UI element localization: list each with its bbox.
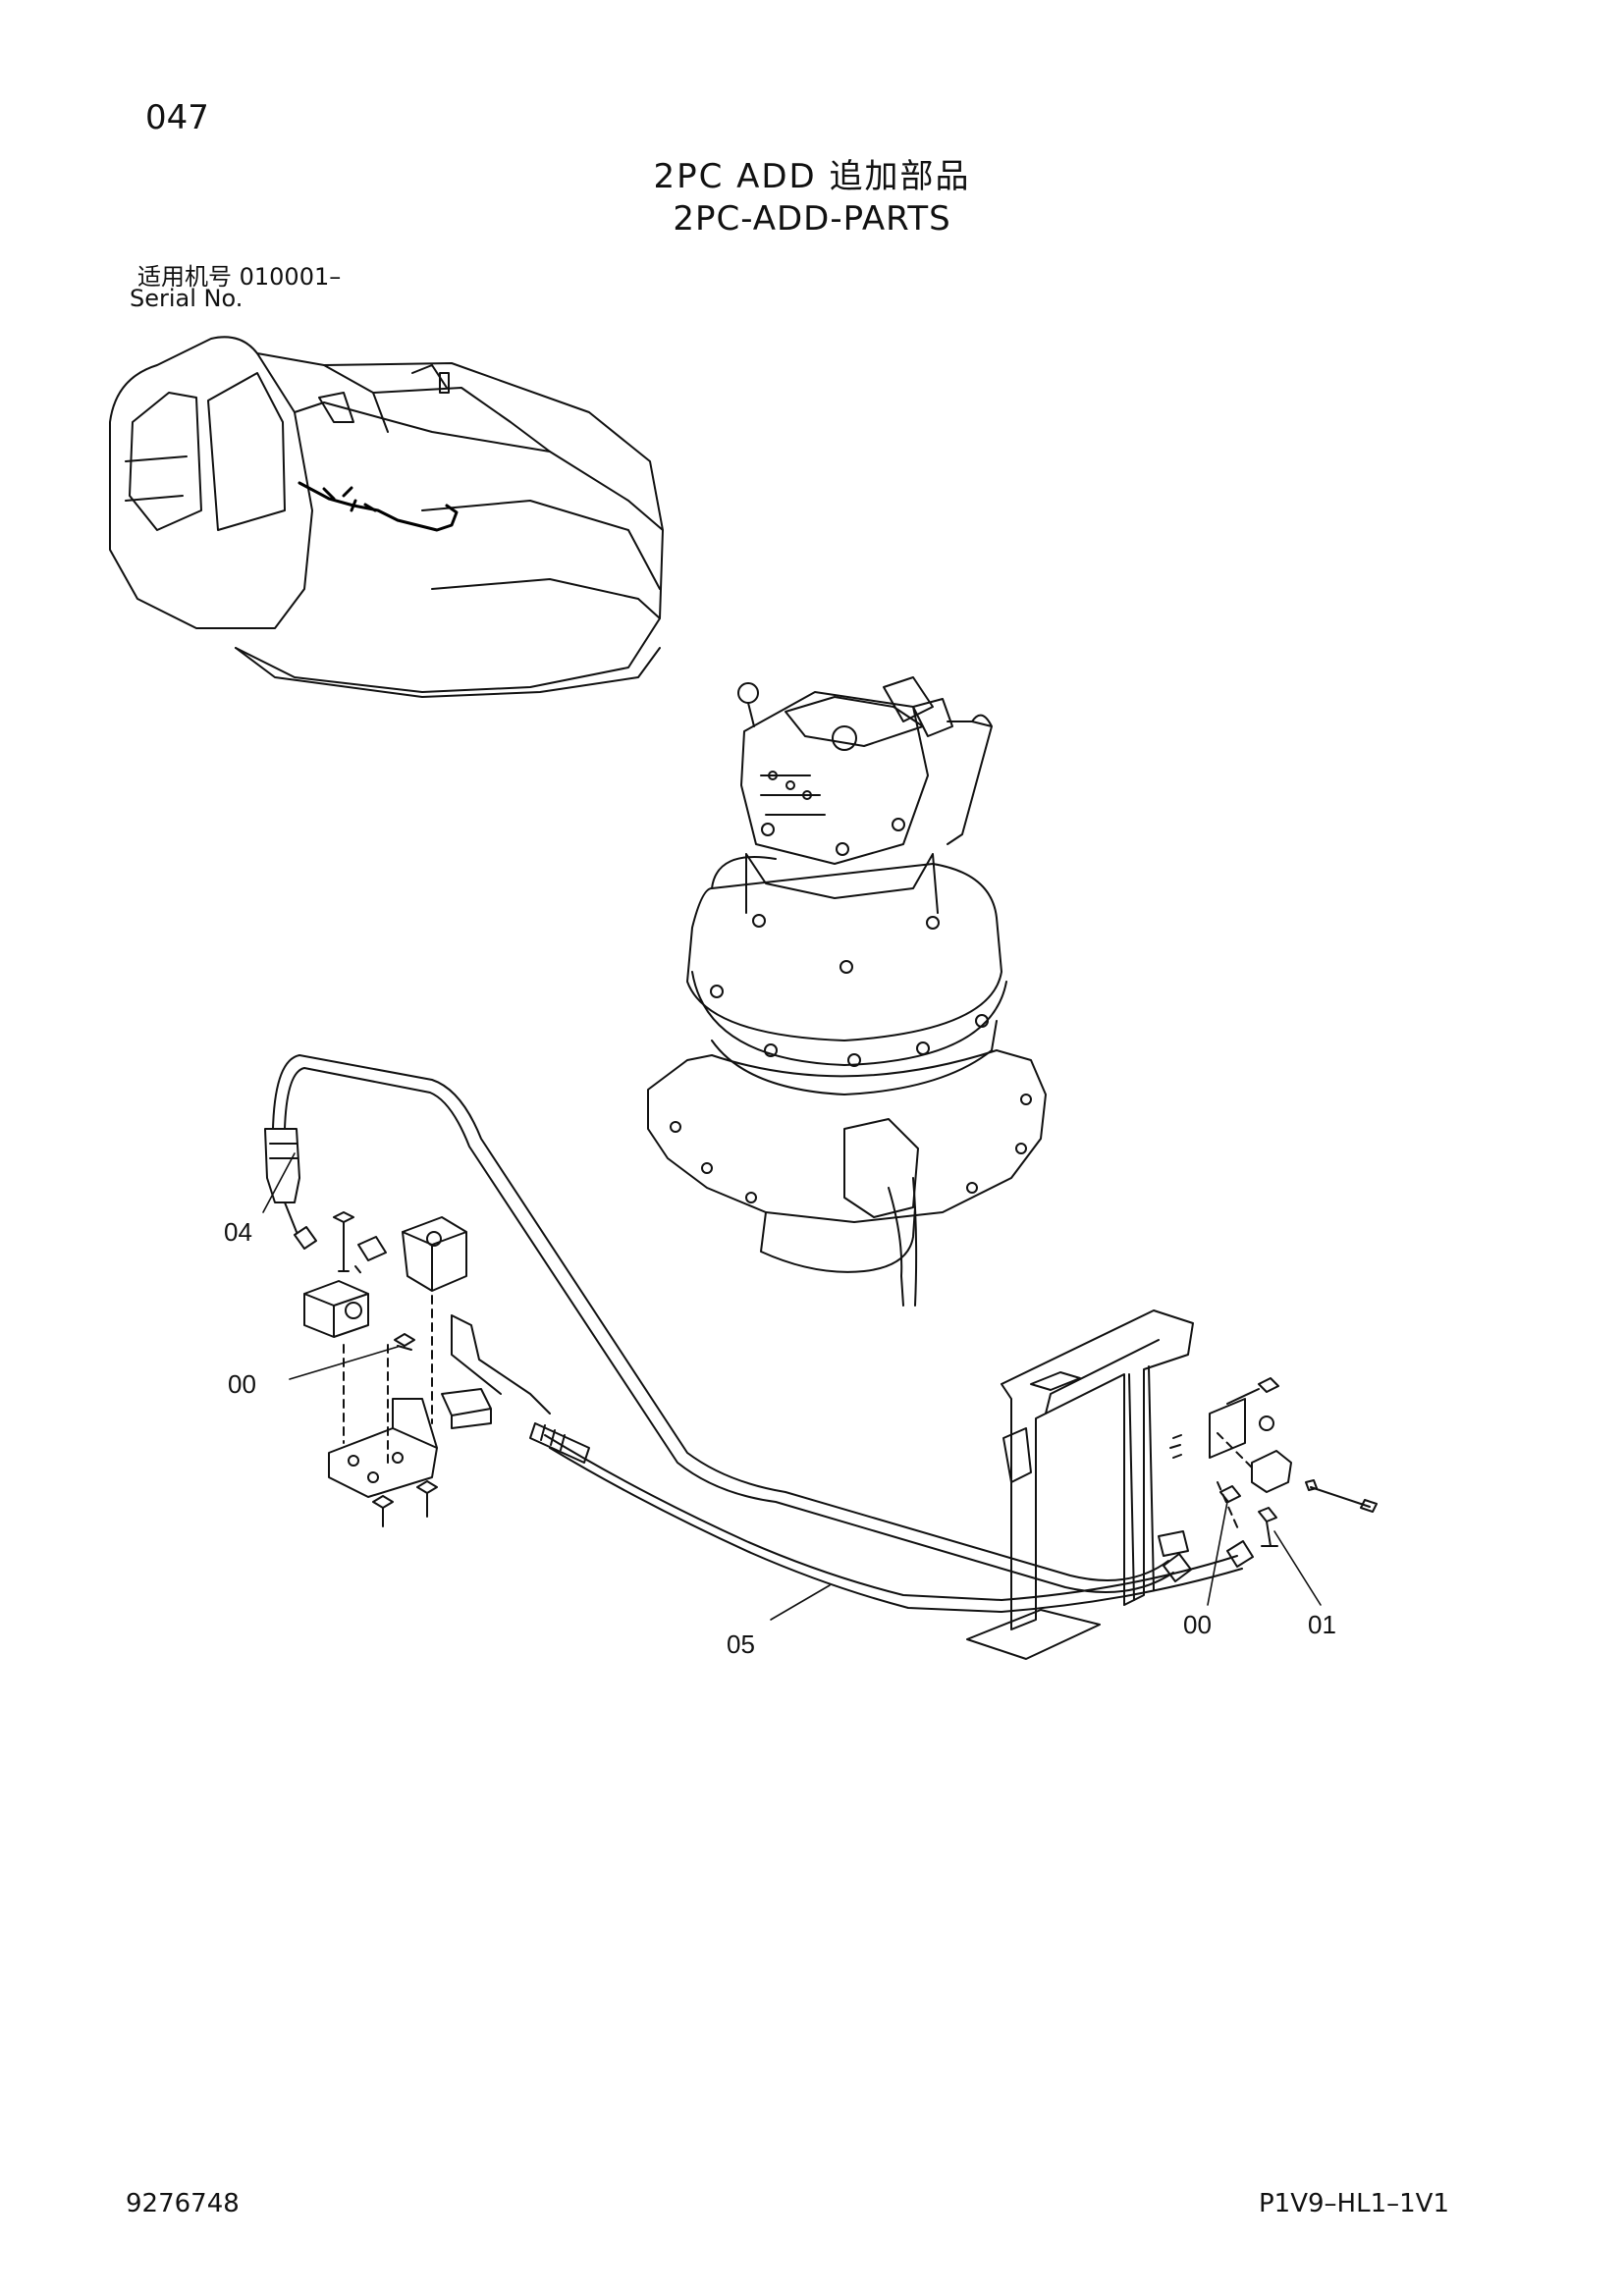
cab-outline bbox=[110, 337, 312, 628]
motor-flange-band bbox=[692, 972, 1006, 1065]
page-code: P1V9–HL1–1V1 bbox=[1259, 2189, 1449, 2218]
pipe-assembly bbox=[265, 1055, 1253, 1612]
callout-00-right: 00 bbox=[1183, 1610, 1212, 1639]
counterweight bbox=[422, 501, 660, 618]
cover-bracket bbox=[844, 1119, 918, 1217]
pipe-line-lower bbox=[285, 1068, 1173, 1592]
spacer-block bbox=[442, 1389, 491, 1428]
bolt-bottom-2 bbox=[417, 1481, 437, 1517]
excavator-overview bbox=[110, 337, 663, 697]
hose-routing bbox=[299, 483, 457, 530]
body-lower-skirt bbox=[236, 648, 660, 697]
hose-fitting-right bbox=[1159, 1531, 1188, 1556]
mounting-flange bbox=[648, 1050, 1046, 1222]
right-frame-group bbox=[967, 1310, 1377, 1659]
port-fitting bbox=[833, 726, 856, 750]
leader-00-left bbox=[290, 1347, 398, 1379]
motor-flange-upper bbox=[687, 857, 1001, 1041]
valve-block bbox=[741, 692, 928, 864]
dipstick-tube bbox=[947, 716, 992, 844]
frame-base bbox=[967, 1610, 1100, 1659]
pressure-switch bbox=[1252, 1451, 1291, 1492]
motor-upper-housing bbox=[746, 854, 938, 913]
lifting-eye-stem bbox=[748, 703, 754, 726]
bolt-top-right bbox=[1227, 1378, 1278, 1404]
left-valve-group bbox=[304, 1212, 550, 1526]
support-bracket-arm bbox=[452, 1315, 550, 1414]
callout-04: 04 bbox=[224, 1217, 252, 1247]
bracket-plate bbox=[329, 1428, 437, 1497]
sensor-plate-bolts bbox=[1170, 1435, 1181, 1458]
frame-inner-lines bbox=[1046, 1340, 1159, 1600]
boom-mount bbox=[319, 365, 447, 422]
valve-block-left-upper bbox=[403, 1217, 466, 1291]
callout-01: 01 bbox=[1308, 1610, 1336, 1639]
bolt-bottom-1 bbox=[373, 1496, 393, 1526]
frame-upright bbox=[1001, 1310, 1193, 1629]
bolt-vertical bbox=[334, 1212, 353, 1271]
dashed-alignment bbox=[344, 1266, 432, 1463]
drain-hose bbox=[889, 1178, 916, 1306]
leader-04 bbox=[263, 1153, 295, 1212]
pipe-line-upper bbox=[273, 1055, 1168, 1580]
document-number: 9276748 bbox=[126, 2189, 240, 2218]
hose-05b bbox=[550, 1448, 1242, 1612]
serial-label-chinese: 适用机号 010001– bbox=[137, 263, 342, 291]
exhaust-pipe bbox=[440, 373, 449, 393]
valve-cartridges bbox=[884, 677, 952, 736]
lifting-eye bbox=[738, 683, 758, 703]
callout-leaders bbox=[263, 1153, 1321, 1620]
hose-05 bbox=[545, 1435, 1237, 1600]
swing-motor bbox=[648, 677, 1046, 1306]
machine-body-top bbox=[257, 353, 663, 530]
leader-05 bbox=[771, 1585, 830, 1620]
leader-00-right bbox=[1208, 1502, 1227, 1605]
bolt-long bbox=[1306, 1480, 1377, 1512]
cab-window-side bbox=[208, 373, 285, 530]
cab-door-line bbox=[126, 456, 187, 501]
bolt-small bbox=[395, 1334, 414, 1350]
callout-05: 05 bbox=[727, 1629, 755, 1659]
cab-window-front bbox=[130, 393, 201, 530]
frame-slot bbox=[1031, 1372, 1080, 1390]
hose-04-lead bbox=[285, 1202, 297, 1232]
page-number: 047 bbox=[145, 98, 209, 137]
bracket-flange bbox=[393, 1399, 437, 1448]
nut bbox=[1260, 1416, 1273, 1430]
upper-hose-end bbox=[265, 1129, 299, 1202]
reduction-gear-housing bbox=[712, 1021, 997, 1095]
leader-01 bbox=[1274, 1531, 1321, 1605]
sensor-plate bbox=[1210, 1399, 1245, 1458]
engine-cover bbox=[324, 365, 550, 452]
bracket-clip bbox=[1003, 1428, 1031, 1482]
machine-body-front bbox=[236, 402, 663, 692]
fitting-00b bbox=[1220, 1486, 1240, 1502]
fitting-04 bbox=[295, 1227, 316, 1249]
pinion-housing bbox=[761, 1207, 915, 1272]
callout-00-left: 00 bbox=[228, 1369, 256, 1399]
title-english: 2PC-ADD-PARTS bbox=[673, 199, 951, 239]
hose-detail bbox=[324, 488, 375, 510]
serial-label-english: Serial No. bbox=[130, 285, 244, 312]
fitting-right bbox=[1164, 1541, 1253, 1581]
sensor-01 bbox=[1259, 1508, 1277, 1546]
dashed-right bbox=[1218, 1433, 1252, 1531]
hose-end-fitting bbox=[530, 1423, 589, 1463]
solenoid-valve bbox=[304, 1281, 368, 1337]
adapter bbox=[358, 1237, 386, 1260]
title-chinese: 2PC ADD 追加部品 bbox=[653, 157, 971, 196]
